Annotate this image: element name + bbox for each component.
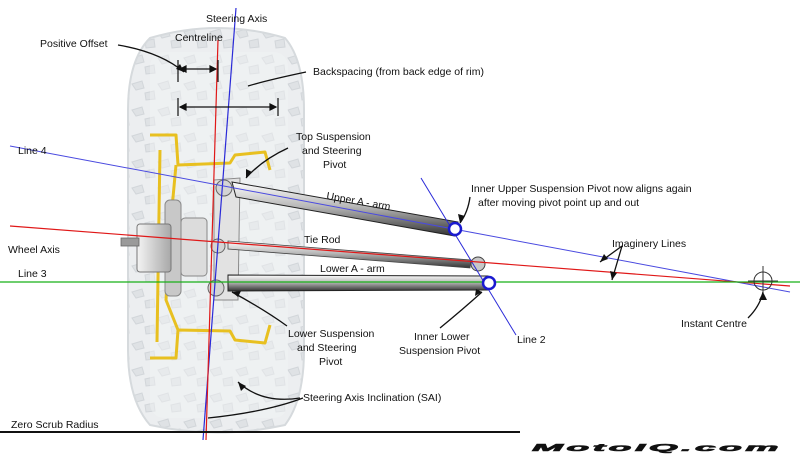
label-line-2: Line 2 xyxy=(517,334,546,346)
label-tie-rod: Tie Rod xyxy=(304,234,341,246)
arrow-heads xyxy=(176,64,767,391)
label-inner-lower-1: Inner Lower xyxy=(414,331,470,343)
motoiq-logo: MotoIQ.com xyxy=(532,442,782,455)
lower-a-arm xyxy=(227,274,489,292)
inner-upper-pivot-marker xyxy=(447,221,463,237)
label-steering-axis: Steering Axis xyxy=(206,13,267,25)
backspacing-dimension xyxy=(177,98,279,116)
label-inner-upper-2: after moving pivot point up and out xyxy=(478,197,639,209)
label-inner-lower-2: Suspension Pivot xyxy=(399,345,480,357)
label-lower-pivot-3: Pivot xyxy=(319,356,342,368)
line-2 xyxy=(420,177,517,336)
offset-dimension xyxy=(177,60,219,82)
label-centreline: Centreline xyxy=(175,32,223,44)
instant-centre-marker xyxy=(748,266,778,296)
label-inner-upper-1: Inner Upper Suspension Pivot now aligns … xyxy=(471,183,692,195)
label-lower-a-arm: Lower A - arm xyxy=(320,263,385,275)
label-top-pivot-2: and Steering xyxy=(302,145,362,157)
label-lower-pivot-1: Lower Suspension xyxy=(288,328,375,340)
label-line-4: Line 4 xyxy=(18,145,47,157)
label-top-pivot-1: Top Suspension xyxy=(296,131,371,143)
label-zero-scrub-radius: Zero Scrub Radius xyxy=(11,419,99,431)
label-positive-offset: Positive Offset xyxy=(40,38,108,50)
line-4 xyxy=(9,145,791,293)
label-instant-centre: Instant Centre xyxy=(681,318,747,330)
label-lower-pivot-2: and Steering xyxy=(297,342,357,354)
sai-leader-2 xyxy=(207,397,304,419)
instant-centre-leader xyxy=(747,291,764,319)
wheel-axis-line xyxy=(9,225,791,287)
label-sai: Steering Axis Inclination (SAI) xyxy=(303,392,441,404)
label-wheel-axis: Wheel Axis xyxy=(8,244,60,256)
inner-lower-leader xyxy=(439,291,483,329)
inner-lower-pivot-marker xyxy=(481,275,497,291)
label-line-3: Line 3 xyxy=(18,268,47,280)
label-backspacing: Backspacing (from back edge of rim) xyxy=(313,66,484,78)
logo-text: MotoIQ.com xyxy=(532,442,782,454)
label-top-pivot-3: Pivot xyxy=(323,159,346,171)
wheel-hub xyxy=(120,199,208,297)
label-imaginary-lines: Imaginery Lines xyxy=(612,238,686,250)
backspacing-leader xyxy=(247,71,307,87)
